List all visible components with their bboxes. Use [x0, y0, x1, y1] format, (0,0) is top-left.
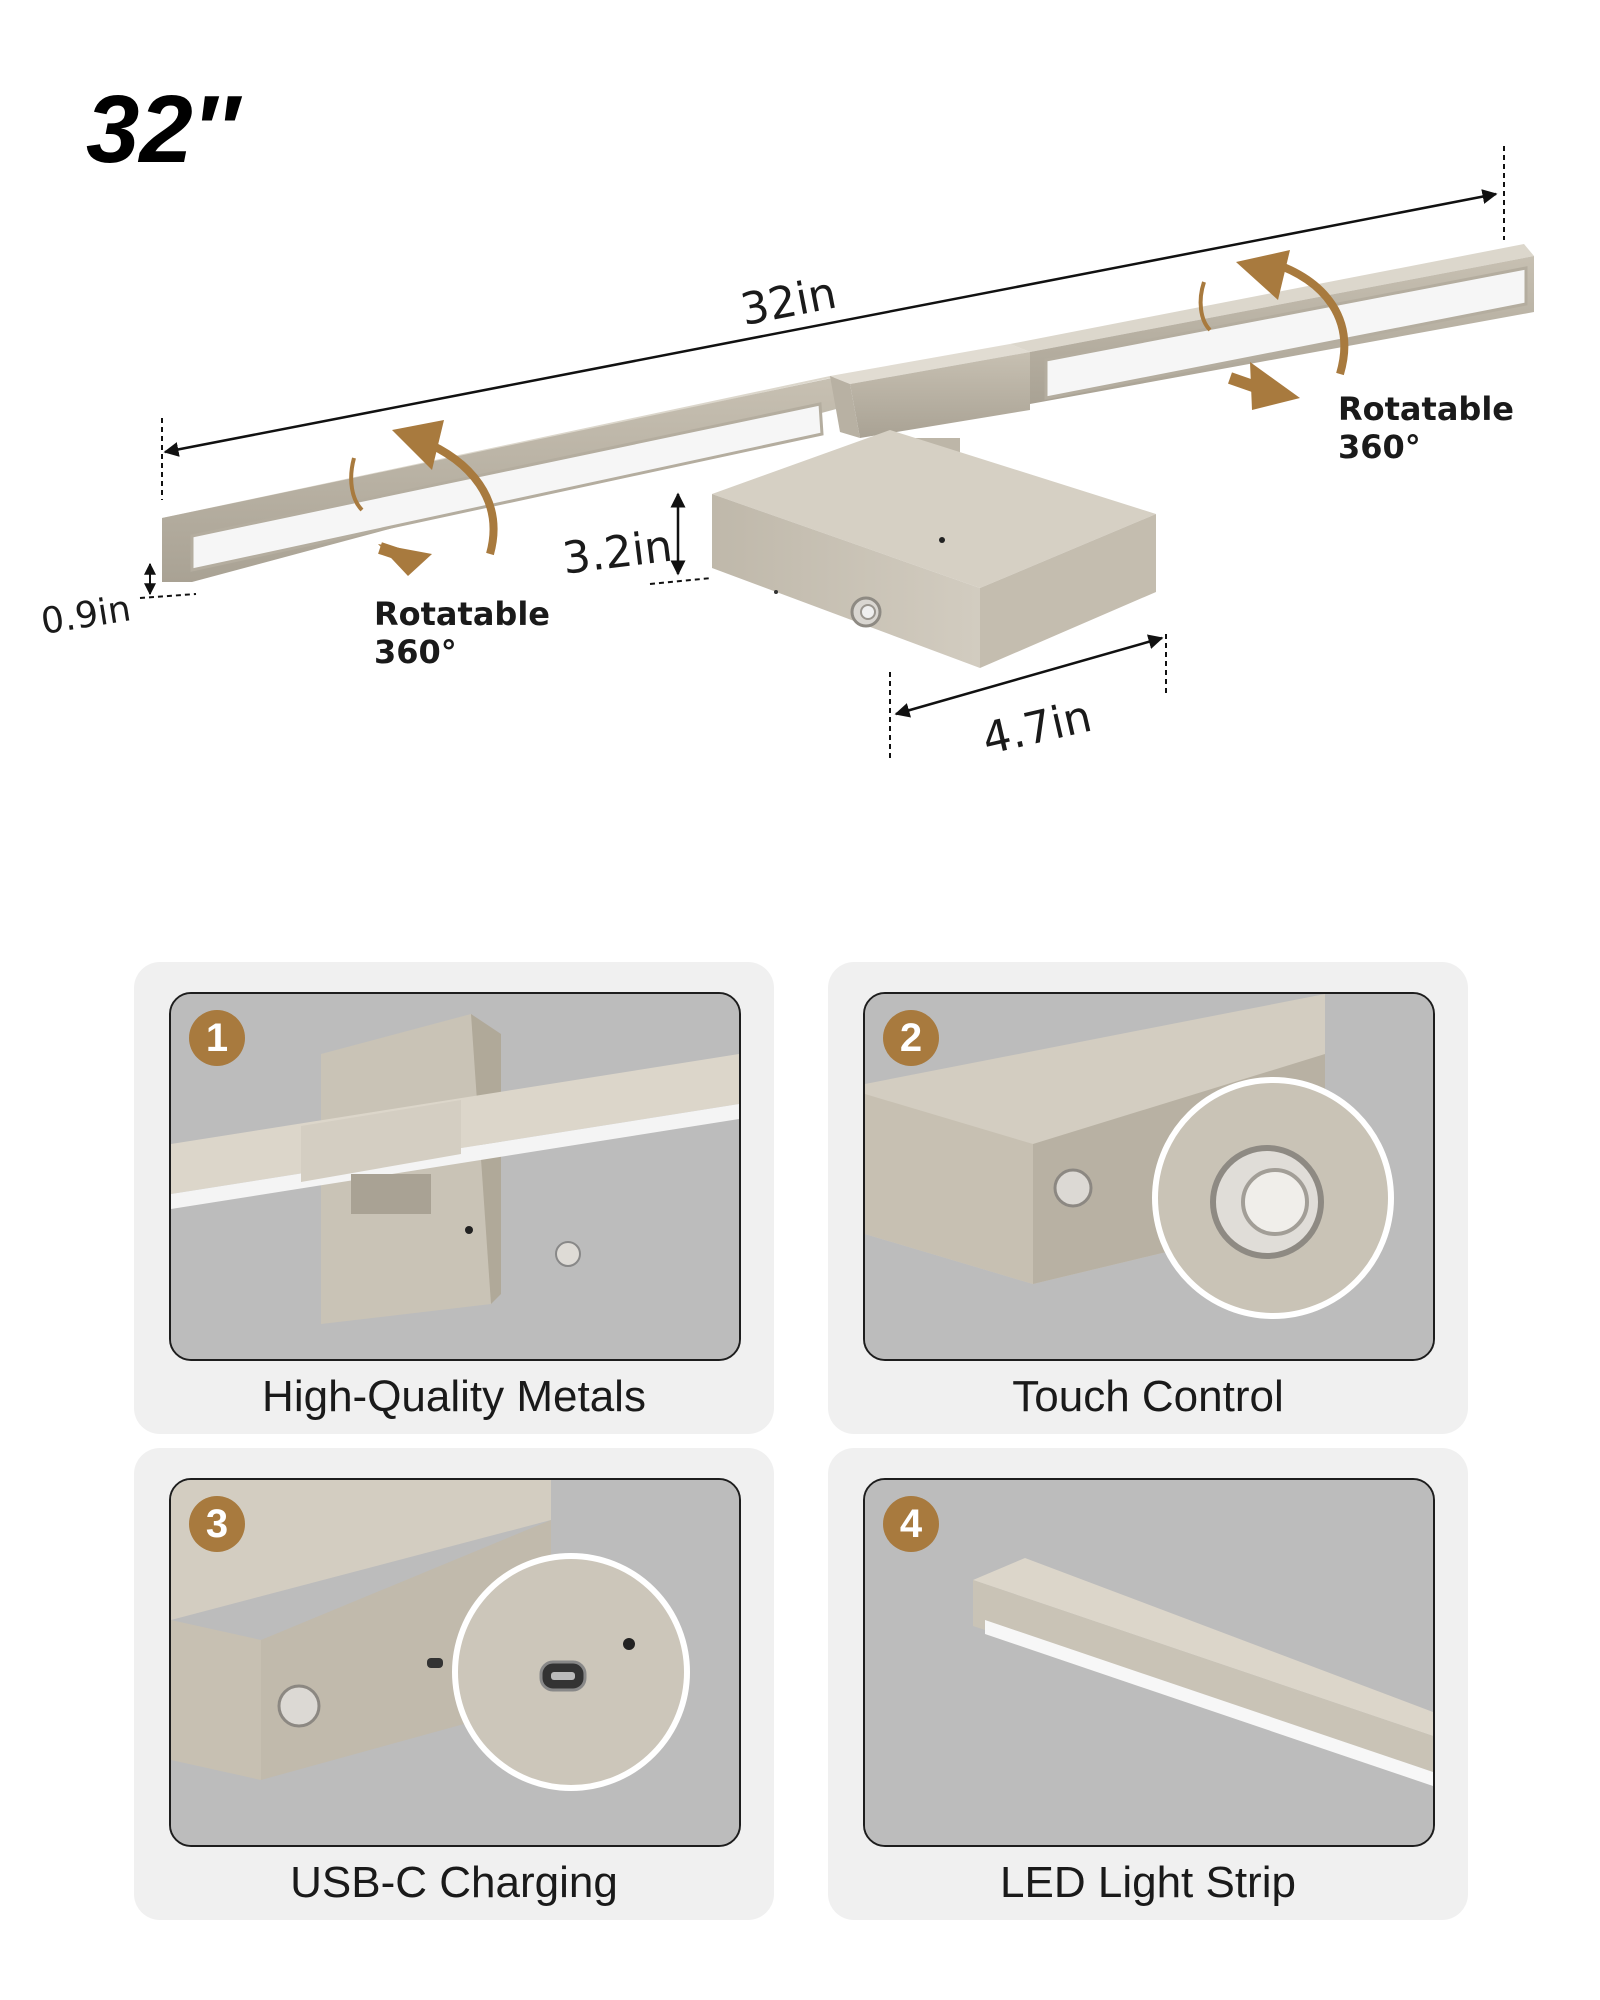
dimension-diagram: 32″ — [38, 76, 1534, 765]
rotatable-degrees-left: 360° — [374, 633, 457, 671]
bar-height-label: 0.9in — [38, 588, 133, 643]
rotation-arrow-left — [349, 420, 498, 576]
feature-photo-usb — [169, 1478, 741, 1847]
feature-number-badge: 2 — [883, 1010, 939, 1066]
feature-number-badge: 1 — [189, 1010, 245, 1066]
feature-caption: LED Light Strip — [1000, 1858, 1296, 1907]
arm-extension-label: 3.2in — [560, 521, 675, 585]
feature-photo-touch — [863, 992, 1435, 1361]
rotatable-label-right: Rotatable — [1338, 390, 1514, 428]
feature-number-badge: 4 — [883, 1496, 939, 1552]
length-label: 32in — [737, 268, 841, 336]
center-connector — [830, 344, 1030, 438]
length-arrow — [163, 189, 1498, 457]
size-title: 32″ — [86, 76, 243, 183]
feature-number-badge: 3 — [189, 1496, 245, 1552]
feature-photo-led — [863, 1478, 1435, 1847]
base-width-label: 4.7in — [978, 691, 1097, 765]
feature-caption: Touch Control — [1012, 1372, 1284, 1421]
rotatable-degrees-right: 360° — [1338, 428, 1421, 466]
feature-photo-metals — [169, 992, 741, 1361]
feature-card-led: 4 LED Light Strip — [828, 1448, 1468, 1920]
feature-card-usb: 3 USB-C Charging — [134, 1448, 774, 1920]
feature-caption: USB-C Charging — [290, 1858, 618, 1907]
feature-card-metals: 1 High-Quality Metals — [134, 962, 774, 1434]
rotation-arrow-right — [1198, 250, 1349, 410]
feature-caption: High-Quality Metals — [262, 1372, 646, 1421]
feature-card-touch: 2 Touch Control — [828, 962, 1468, 1434]
wall-base — [712, 430, 1156, 668]
rotatable-label-left: Rotatable — [374, 595, 550, 633]
